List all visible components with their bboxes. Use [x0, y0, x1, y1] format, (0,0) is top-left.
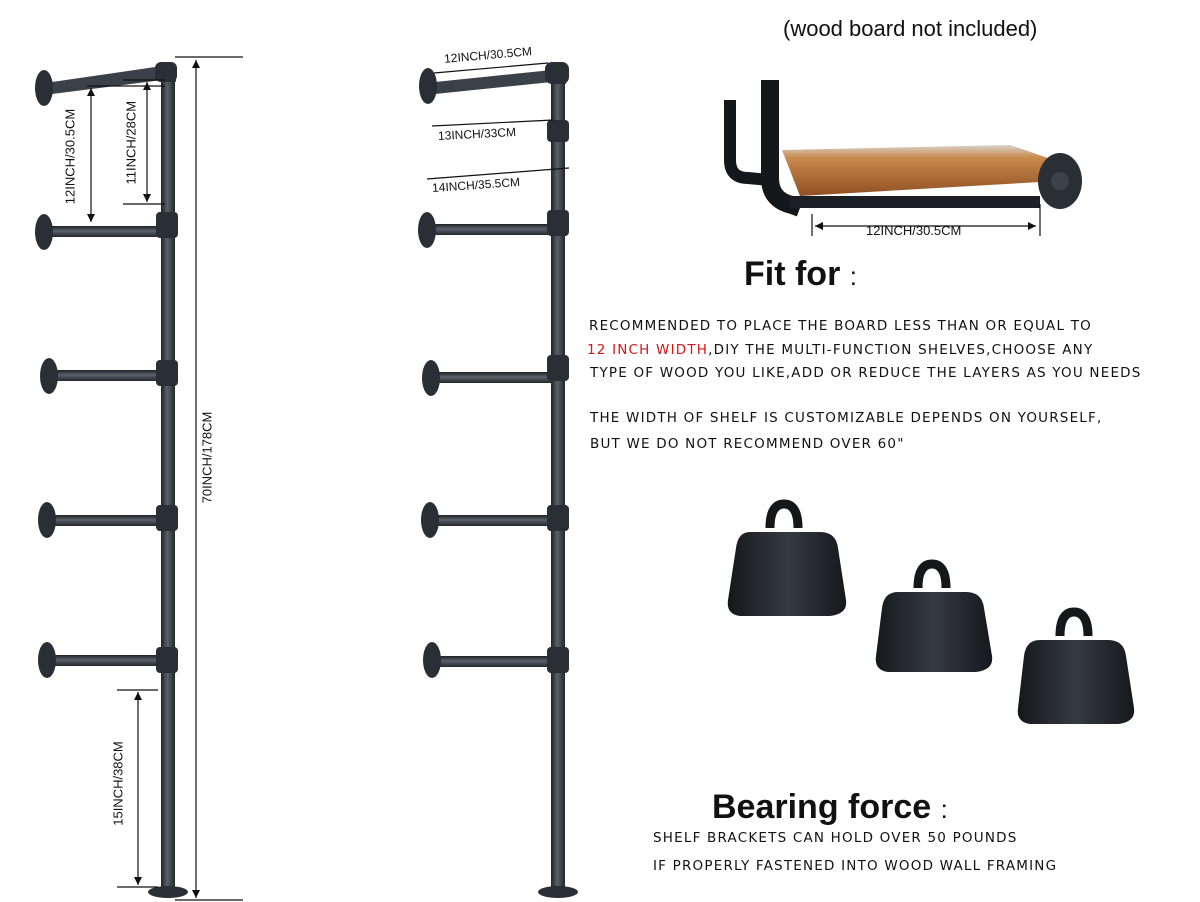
left-pipe-shelf-unit — [35, 56, 243, 901]
fit-for-title-text: Fit for — [744, 255, 841, 293]
fit-for-line-5: BUT WE DO NOT RECOMMEND OVER 60" — [590, 436, 905, 452]
fit-for-line-2: 12 INCH WIDTH,DIY THE MULTI-FUNCTION SHE… — [587, 342, 1093, 358]
left-dim-top-gap: 12INCH/30.5CM — [62, 108, 78, 205]
shelf-photo — [724, 80, 1082, 236]
fit-for-line-1: RECOMMENDED TO PLACE THE BOARD LESS THAN… — [589, 318, 1092, 334]
wood-board-note: (wood board not included) — [783, 16, 1038, 41]
left-dim-total-height: 70INCH/178CM — [199, 411, 215, 504]
fit-for-line-4: THE WIDTH OF SHELF IS CUSTOMIZABLE DEPEN… — [590, 410, 1103, 426]
bearing-force-title-text: Bearing force — [712, 788, 932, 826]
middle-pipe-shelf-unit — [418, 62, 578, 898]
fit-for-colon: : — [849, 261, 857, 291]
fit-for-line-2-rest: ,DIY THE MULTI-FUNCTION SHELVES,CHOOSE A… — [708, 342, 1094, 358]
fit-for-line-3: TYPE OF WOOD YOU LIKE,ADD OR REDUCE THE … — [590, 365, 1142, 381]
bearing-force-title: Bearing force : — [712, 788, 948, 827]
highlight-width: 12 INCH WIDTH — [587, 342, 709, 358]
fit-for-title: Fit for : — [744, 255, 857, 294]
bearing-line-1: SHELF BRACKETS CAN HOLD OVER 50 POUNDS — [653, 830, 1018, 846]
left-dim-bottom-gap: 15INCH/38CM — [110, 741, 126, 826]
shelf-dim-label: 12INCH/30.5CM — [866, 223, 962, 238]
bearing-force-colon: : — [940, 794, 948, 824]
weights-illustration — [727, 499, 1135, 724]
left-dim-inner-gap: 11INCH/28CM — [123, 100, 139, 185]
bearing-line-2: IF PROPERLY FASTENED INTO WOOD WALL FRAM… — [653, 858, 1058, 874]
